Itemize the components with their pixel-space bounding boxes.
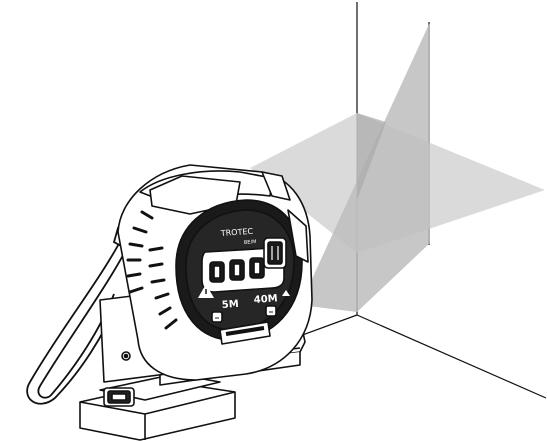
- brand-label: TROTEC: [220, 227, 254, 238]
- tape-range-label: 5M: [221, 299, 239, 311]
- device-labels: TROTEC BE/M 5M 40M: [220, 227, 290, 311]
- arrow-up-icon: [282, 290, 290, 296]
- laser-planes: [250, 22, 545, 312]
- laser-plane-intersection: [357, 113, 386, 200]
- base-plate: [79, 373, 236, 441]
- model-label: BE/M: [244, 239, 257, 246]
- laser-range-label: 40M: [253, 293, 278, 306]
- tape-measure-body: [99, 164, 313, 383]
